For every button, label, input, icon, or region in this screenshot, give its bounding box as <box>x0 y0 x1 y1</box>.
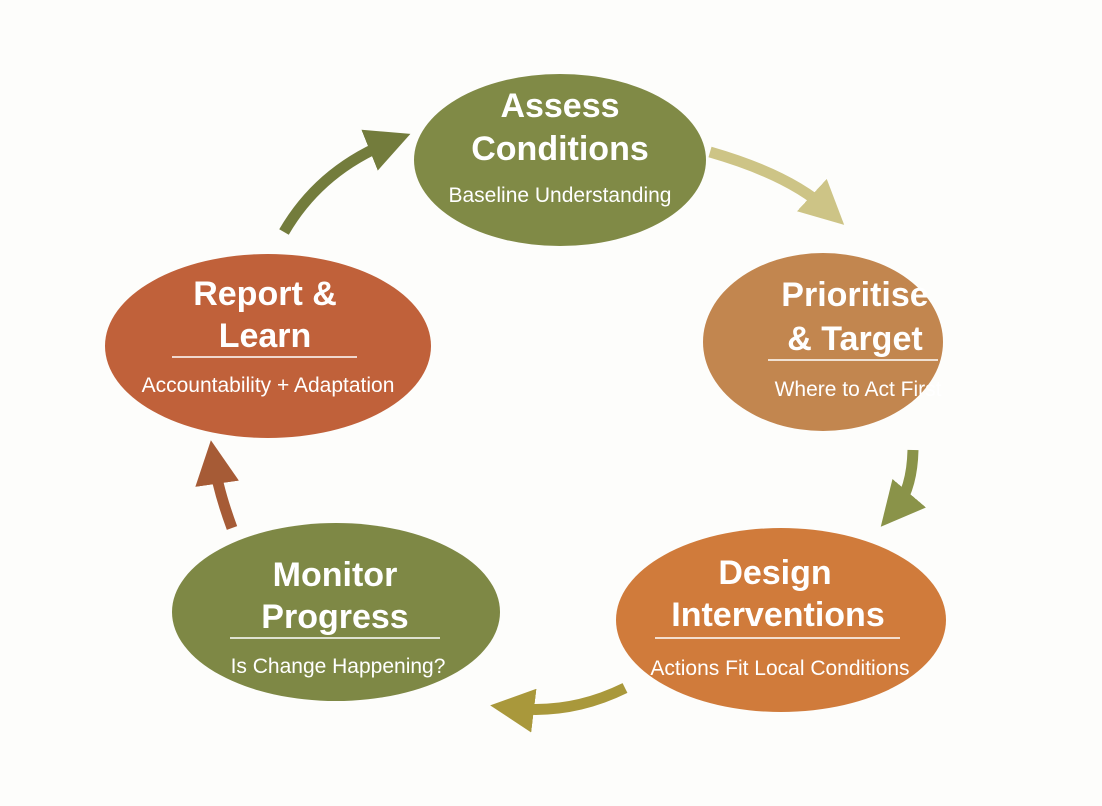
node-title: Assess <box>500 87 619 125</box>
arrow-design-to-monitor <box>490 683 628 733</box>
node-title: Report & <box>193 275 337 313</box>
node-monitor-progress: Monitor Progress Is Change Happening? <box>172 523 500 701</box>
node-subtitle: Accountability + Adaptation <box>142 374 395 397</box>
node-shape <box>414 74 706 246</box>
node-title: & Target <box>787 320 922 358</box>
node-title: Monitor <box>273 556 398 594</box>
node-title: Learn <box>219 317 312 355</box>
node-prioritise-target: Prioritise & Target Where to Act First <box>703 253 943 431</box>
arrow-monitor-to-report <box>195 440 239 530</box>
node-shape <box>703 253 943 431</box>
node-subtitle: Actions Fit Local Conditions <box>650 657 909 680</box>
node-shape <box>105 254 431 438</box>
arrow-prioritise-to-design <box>880 449 927 527</box>
node-title: Conditions <box>471 130 649 168</box>
node-title: Prioritise <box>781 276 928 314</box>
arrow-assess-to-prioritise <box>708 146 845 225</box>
node-shape <box>616 528 946 712</box>
node-subtitle: Where to Act First <box>775 378 942 401</box>
node-shape <box>172 523 500 701</box>
node-subtitle: Baseline Understanding <box>449 184 672 207</box>
node-design-interventions: Design Interventions Actions Fit Local C… <box>616 528 946 712</box>
node-title: Interventions <box>671 596 884 634</box>
node-assess-conditions: Assess Conditions Baseline Understanding <box>414 74 706 246</box>
node-title: Progress <box>261 598 408 636</box>
node-title: Design <box>718 554 831 592</box>
node-subtitle: Is Change Happening? <box>231 655 446 678</box>
arrow-report-to-assess <box>279 129 411 235</box>
node-report-learn: Report & Learn Accountability + Adaptati… <box>105 254 431 438</box>
